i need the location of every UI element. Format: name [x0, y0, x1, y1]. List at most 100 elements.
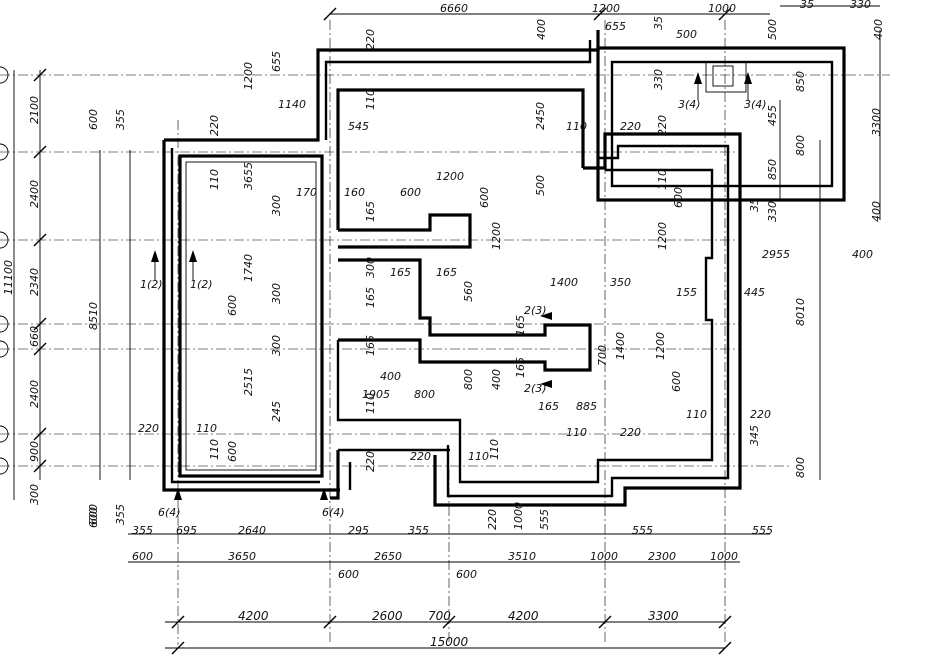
center-dim-32: 165 [538, 400, 559, 413]
section-arrows [151, 72, 752, 500]
left-dim-11: 300 [28, 484, 41, 505]
bottom-dim-5: 295 [348, 524, 369, 537]
top-dim-42: 300 [270, 195, 283, 216]
top-dim-44: 1200 [490, 222, 503, 250]
top-dim-15: 330 [652, 69, 665, 90]
center-dim-35: 220 [138, 422, 159, 435]
bottom-dim-18: 1000 [710, 550, 738, 563]
center-dim-3: 1740 [242, 254, 255, 282]
bottom-dim-12: 600 [132, 550, 153, 563]
center-dim-40: 220 [620, 426, 641, 439]
center-dim-45: 220 [410, 450, 431, 463]
center-dim-48: 220 [750, 408, 771, 421]
top-dim-22: 110 [566, 120, 587, 133]
bottom-dimension-labels: 600 355 695 2640 295 355 220 1000 555 55… [87, 502, 773, 649]
center-dim-47: 110 [488, 439, 501, 460]
bottom-dim-22: 2600 [372, 609, 403, 623]
center-dim-12: 155 [676, 286, 697, 299]
center-dim-21: 700 [596, 345, 609, 366]
dimension-ticks [33, 7, 732, 655]
top-dim-2: 1200 [592, 2, 620, 15]
bottom-dim-20: 600 [456, 568, 477, 581]
bottom-dim-3: 695 [176, 524, 197, 537]
center-dim-14: 8010 [794, 298, 807, 326]
center-dim-33: 885 [576, 400, 597, 413]
top-dim-46: 2955 [762, 248, 790, 261]
bottom-dim-4: 2640 [238, 524, 266, 537]
section-2-3-top: 2(3) [524, 304, 547, 317]
center-dim-36: 245 [270, 401, 283, 422]
top-dim-9: 500 [676, 28, 697, 41]
left-dim-5: 11100 [2, 260, 15, 295]
top-dim-32: 1200 [436, 170, 464, 183]
top-dim-35: 500 [534, 175, 547, 196]
top-dim-30: 170 [296, 186, 317, 199]
bottom-dim-26: 15000 [430, 635, 469, 649]
center-dim-42: 345 [748, 425, 761, 446]
top-dim-33: 600 [400, 186, 421, 199]
top-dim-16: 850 [794, 71, 807, 92]
left-dim-13: 355 [114, 504, 127, 525]
center-dim-41: 110 [686, 408, 707, 421]
center-dim-4: 300 [270, 283, 283, 304]
left-dim-4: 2400 [28, 180, 41, 208]
center-dim-8: 165 [364, 287, 377, 308]
top-dim-12: 35 [652, 16, 665, 30]
left-dim-2: 600 [87, 109, 100, 130]
center-dim-22: 1400 [614, 332, 627, 360]
top-dim-6: 220 [364, 29, 377, 50]
bottom-dim-14: 2650 [374, 550, 402, 563]
center-dim-16: 300 [270, 335, 283, 356]
center-dim-23: 400 [380, 370, 401, 383]
center-dim-15: 600 [226, 295, 239, 316]
center-dim-19: 165 [514, 315, 527, 336]
top-dim-21: 2450 [534, 102, 547, 130]
top-dim-43: 165 [364, 201, 377, 222]
center-dim-17: 165 [364, 335, 377, 356]
center-dim-27: 800 [462, 369, 475, 390]
top-dim-13: 1200 [242, 62, 255, 90]
center-dim-13: 445 [744, 286, 765, 299]
center-dim-28: 400 [490, 369, 503, 390]
top-dim-17: 3300 [870, 108, 883, 136]
top-dim-25: 455 [766, 105, 779, 126]
center-dim-6: 165 [436, 266, 457, 279]
top-dim-8: 655 [605, 20, 626, 33]
bottom-dim-15: 3510 [508, 550, 536, 563]
bottom-dim-8: 1000 [512, 502, 525, 530]
center-dim-29: 165 [514, 357, 527, 378]
top-dim-24: 220 [656, 115, 669, 136]
top-dim-1: 6660 [440, 2, 468, 15]
bottom-dim-10: 555 [632, 524, 653, 537]
bottom-dim-6: 355 [408, 524, 429, 537]
top-dim-27: 220 [208, 115, 221, 136]
center-dim-24: 2515 [242, 368, 255, 396]
top-dim-7: 400 [535, 19, 548, 40]
top-dim-39: 400 [870, 201, 883, 222]
top-dim-20: 110 [364, 89, 377, 110]
top-dim-11: 400 [872, 19, 885, 40]
top-dim-3: 1000 [708, 2, 736, 15]
bottom-dim-21: 4200 [238, 609, 269, 623]
bottom-dim-1: 600 [87, 507, 100, 528]
top-dim-23: 220 [620, 120, 641, 133]
top-dim-31: 160 [344, 186, 365, 199]
center-dim-10: 1400 [550, 276, 578, 289]
top-dim-34: 600 [478, 187, 491, 208]
grid-axes [0, 20, 890, 645]
center-dim-43: 110 [208, 439, 221, 460]
left-dim-12: 600 [87, 504, 100, 525]
top-dim-26: 800 [794, 135, 807, 156]
top-dim-36: 850 [766, 159, 779, 180]
center-dim-5: 165 [390, 266, 411, 279]
axis-markers [0, 66, 9, 475]
top-dim-10: 500 [766, 19, 779, 40]
left-dim-6: 2340 [28, 268, 41, 296]
top-dim-40: 110 [656, 169, 669, 190]
left-dimension-labels: 2100 600 355 2400 11100 2340 8510 660 24… [2, 96, 127, 525]
top-dimension-labels: 6660 1200 1000 35 330 220 400 655 500 50… [208, 0, 885, 261]
bottom-dim-17: 2300 [648, 550, 676, 563]
top-dim-38: 330 [766, 201, 779, 222]
left-dim-9: 2400 [28, 380, 41, 408]
dimension-lines [13, 5, 881, 649]
